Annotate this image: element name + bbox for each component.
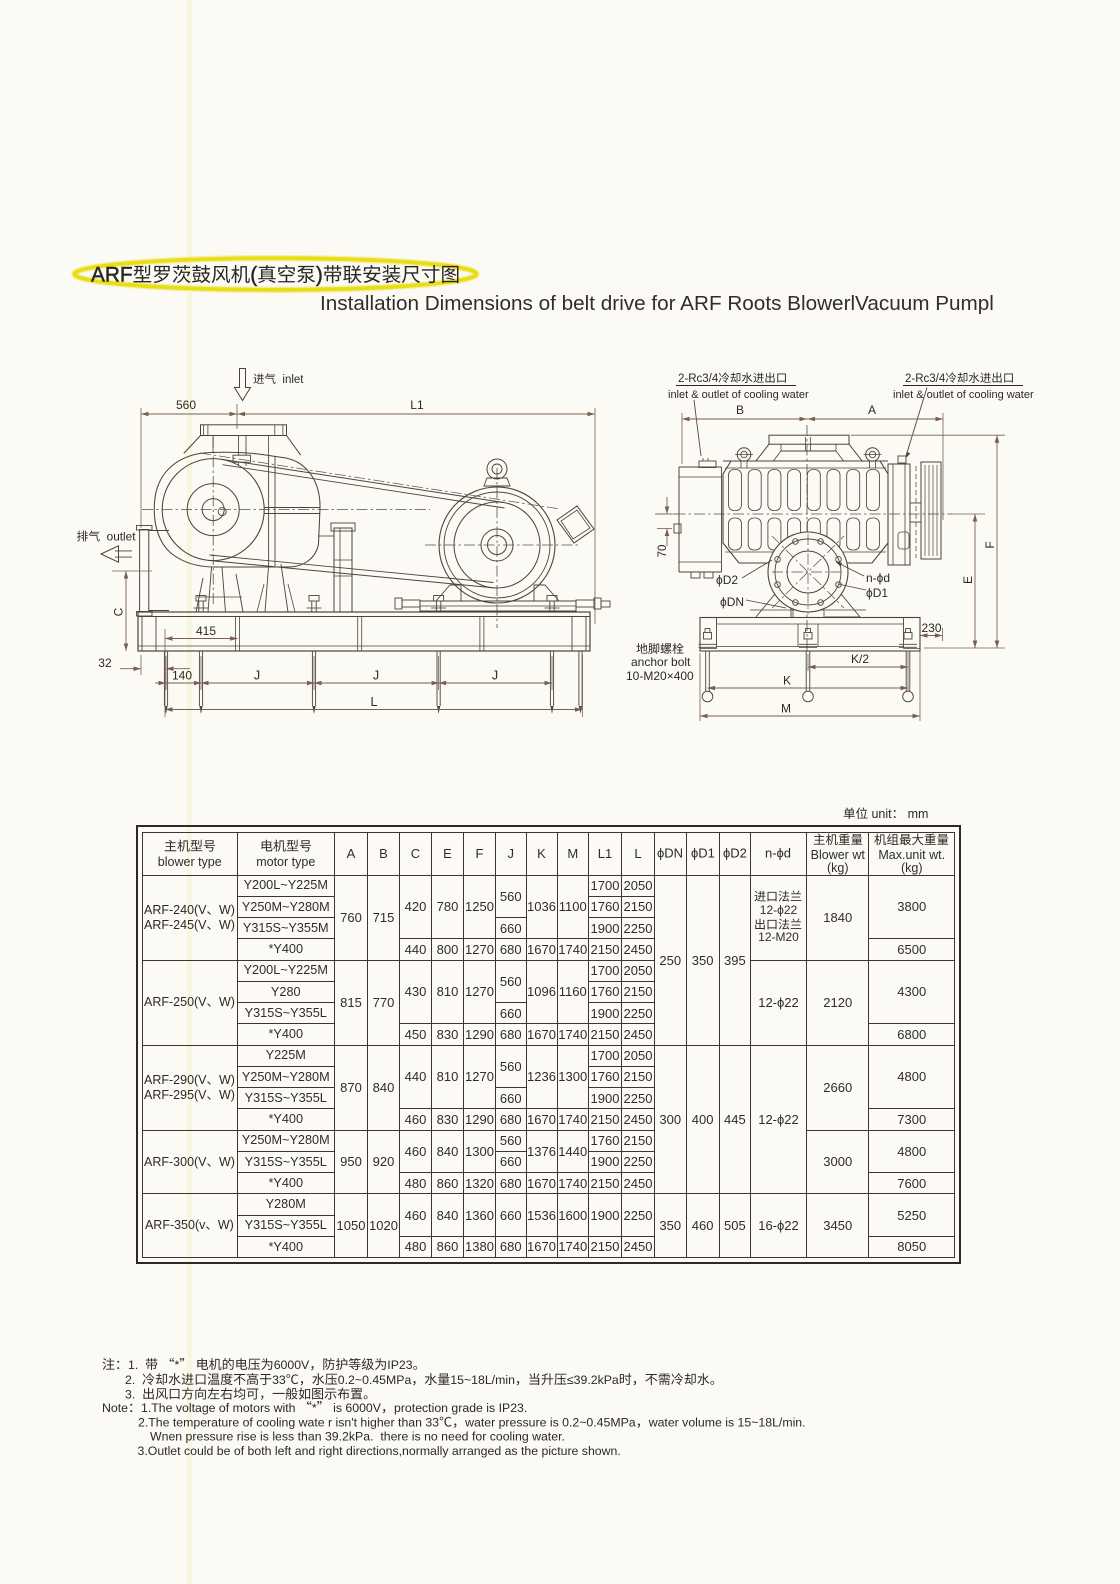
- svg-text:W): W): [219, 995, 235, 1009]
- svg-text:1.The voltage of motors with: 1.The voltage of motors with: [141, 1401, 299, 1415]
- svg-text:inlet: inlet: [276, 374, 304, 386]
- svg-text:3.Outlet could be of both left: 3.Outlet could be of both left and right…: [138, 1444, 621, 1458]
- svg-text:6000V: 6000V: [274, 1358, 310, 1372]
- svg-text:F: F: [983, 541, 997, 548]
- svg-text:ϕDN: ϕDN: [657, 846, 683, 861]
- svg-text:anchor bolt: anchor bolt: [631, 655, 691, 669]
- svg-text:K/2: K/2: [851, 652, 869, 666]
- svg-text:C: C: [112, 607, 126, 616]
- svg-text:ARF-295(V: ARF-295(V: [144, 1088, 207, 1102]
- svg-text:2.: 2.: [125, 1373, 142, 1387]
- svg-text:ARF-350(v: ARF-350(v: [145, 1218, 206, 1232]
- svg-text:Installation Dimensions of bel: Installation Dimensions of belt drive fo…: [320, 292, 994, 315]
- svg-text:outlet: outlet: [100, 530, 136, 544]
- svg-text:L: L: [371, 695, 378, 709]
- svg-text:Note: Note: [102, 1401, 128, 1415]
- svg-text:ARF-250(V: ARF-250(V: [144, 995, 207, 1009]
- svg-text:ARF-240(V: ARF-240(V: [144, 903, 207, 917]
- svg-text:W): W): [219, 903, 235, 917]
- svg-text:3.: 3.: [125, 1388, 142, 1402]
- svg-text:230: 230: [922, 621, 942, 635]
- svg-text:2-Rc3/4: 2-Rc3/4: [905, 373, 946, 385]
- svg-text:n-ϕd: n-ϕd: [866, 571, 890, 585]
- svg-text:W): W): [219, 918, 235, 932]
- svg-text:): ): [316, 264, 323, 287]
- svg-text:15~18L/min: 15~18L/min: [450, 1373, 515, 1387]
- svg-text:inlet & outlet of cooling wate: inlet & outlet of cooling water: [893, 389, 1034, 401]
- svg-text:33: 33: [272, 1373, 286, 1387]
- svg-text:ϕD2: ϕD2: [723, 846, 747, 861]
- svg-text:140: 140: [172, 669, 192, 683]
- svg-text:B: B: [736, 403, 744, 417]
- svg-text:560: 560: [176, 398, 196, 412]
- svg-text:(: (: [250, 264, 257, 287]
- svg-text:ARF: ARF: [91, 264, 133, 287]
- svg-text:J: J: [492, 669, 498, 683]
- svg-text:≤39.2kPa: ≤39.2kPa: [567, 1373, 619, 1387]
- svg-text:ϕD1: ϕD1: [866, 586, 888, 600]
- svg-text:inlet & outlet of cooling wate: inlet & outlet of cooling water: [668, 389, 809, 401]
- svg-text:A: A: [868, 403, 876, 417]
- svg-text:J: J: [373, 669, 379, 683]
- svg-text:ϕDN: ϕDN: [720, 595, 744, 609]
- svg-text:protection grade is IP23.: protection grade is IP23.: [394, 1401, 527, 1415]
- svg-text:W): W): [218, 1218, 234, 1232]
- svg-text:K: K: [783, 674, 791, 688]
- svg-text:ϕD1: ϕD1: [691, 846, 715, 861]
- svg-text:W): W): [219, 1088, 235, 1102]
- svg-text:*: *: [312, 1401, 317, 1415]
- svg-text:unit: unit: [868, 807, 892, 821]
- svg-text:10-M20×400: 10-M20×400: [626, 669, 694, 683]
- svg-text:M: M: [781, 702, 791, 716]
- svg-text:ARF-245(V: ARF-245(V: [144, 918, 207, 932]
- svg-text:n-ϕd: n-ϕd: [765, 846, 791, 861]
- svg-text:W): W): [219, 1073, 235, 1087]
- svg-text:J: J: [254, 669, 260, 683]
- svg-text:*: *: [175, 1358, 180, 1372]
- svg-text:water pressure is 0.2~0.45MPa: water pressure is 0.2~0.45MPa: [464, 1416, 636, 1430]
- svg-text:Wnen pressure rise is less tha: Wnen pressure rise is less than 39.2kPa.…: [150, 1430, 565, 1444]
- svg-text:2-Rc3/4: 2-Rc3/4: [678, 373, 719, 385]
- svg-text:is 6000V: is 6000V: [330, 1401, 382, 1415]
- svg-text:ARF-290(V: ARF-290(V: [144, 1073, 207, 1087]
- svg-text:415: 415: [196, 624, 216, 638]
- svg-text:water volume is 15~18L/min.: water volume is 15~18L/min.: [648, 1416, 806, 1430]
- svg-text:1.: 1.: [128, 1358, 145, 1372]
- svg-text:W): W): [219, 1155, 235, 1169]
- svg-text:0.2~0.45MPa: 0.2~0.45MPa: [338, 1373, 412, 1387]
- svg-text:ϕD2: ϕD2: [716, 573, 738, 587]
- svg-text:mm: mm: [904, 807, 928, 821]
- svg-text:32: 32: [98, 656, 112, 670]
- svg-text:E: E: [961, 576, 975, 584]
- svg-text:70: 70: [657, 545, 669, 558]
- svg-text:IP23: IP23: [387, 1358, 412, 1372]
- svg-text:2.The temperature of cooling w: 2.The temperature of cooling wate r isn'…: [138, 1416, 439, 1430]
- svg-text:ARF-300(V: ARF-300(V: [144, 1155, 207, 1169]
- svg-text:L1: L1: [410, 398, 424, 412]
